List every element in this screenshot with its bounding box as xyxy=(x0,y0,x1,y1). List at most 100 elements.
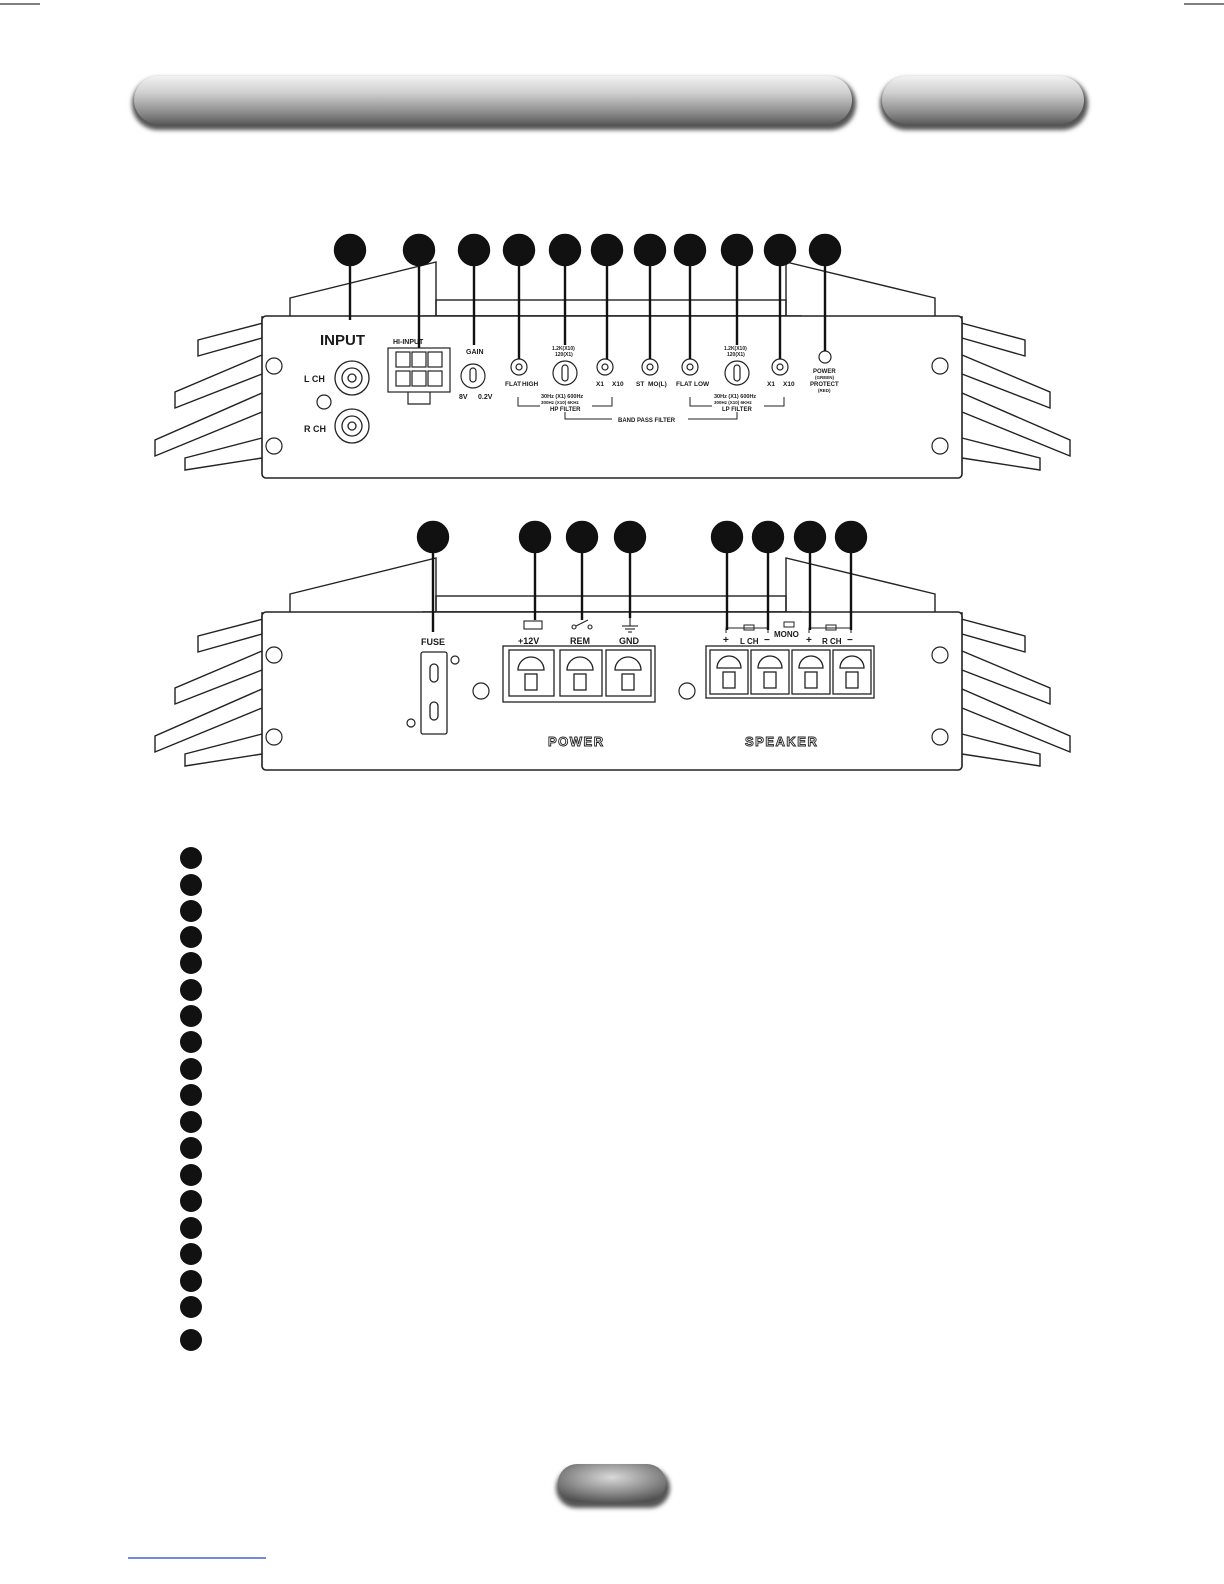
callout-16 xyxy=(710,520,744,554)
callout-18 xyxy=(793,520,827,554)
rem-label: REM xyxy=(570,636,590,646)
callout-6 xyxy=(590,233,624,267)
power-symbols xyxy=(523,618,638,633)
callout-9 xyxy=(720,233,754,267)
r-minus-label: − xyxy=(847,635,853,646)
legend-bullet-18 xyxy=(180,1296,202,1318)
legend-bullet-7 xyxy=(180,1005,202,1027)
header-banner xyxy=(132,76,1088,130)
lp-frequency-knob[interactable] xyxy=(724,360,750,386)
legend-bullet-15 xyxy=(180,1217,202,1239)
legend-bullet-16 xyxy=(180,1243,202,1265)
power-terminal-block[interactable] xyxy=(502,645,656,703)
page-number-badge xyxy=(556,1464,670,1508)
l-ch-label: L CH xyxy=(304,374,325,384)
callout-12 xyxy=(416,520,450,554)
legend-bullets xyxy=(180,847,202,1351)
speaker-l-ch-label: L CH xyxy=(740,637,759,646)
band-pass-bracket xyxy=(517,397,785,420)
x10-label-b: X10 xyxy=(783,381,795,388)
speaker-r-ch-label: R CH xyxy=(822,637,842,646)
legend-bullet-9 xyxy=(180,1058,202,1080)
input-title: INPUT xyxy=(320,332,365,349)
x1-label-a: X1 xyxy=(596,381,604,388)
st-label: ST xyxy=(636,381,644,388)
hp-high-label: HIGH xyxy=(522,381,539,388)
speaker-bracket xyxy=(725,621,852,633)
front-panel-diagram: INPUT L CH R CH HI-INPUT GAIN 8V 0.2V FL… xyxy=(154,233,1071,479)
hp-frequency-knob[interactable] xyxy=(552,360,578,386)
rear-panel-diagram: FUSE +12V REM GND POWER + L CH − MONO + xyxy=(154,520,1071,771)
rca-jack-right[interactable] xyxy=(334,408,370,444)
callout-8 xyxy=(673,233,707,267)
mo-label: MO(L) xyxy=(648,381,667,388)
x10-label-a: X10 xyxy=(612,381,624,388)
lp-knob-top1: 1.2K(X10) xyxy=(724,346,747,352)
callout-19 xyxy=(834,520,868,554)
hp-knob-top1: 1.2K(X10) xyxy=(552,346,575,352)
gain-knob[interactable] xyxy=(460,363,486,389)
callout-13 xyxy=(518,520,552,554)
gain-label: GAIN xyxy=(466,349,484,356)
rear-callouts xyxy=(416,520,868,632)
hp-multiplier-switch[interactable] xyxy=(596,358,614,376)
legend-bullet-10 xyxy=(180,1084,202,1106)
r-ch-label: R CH xyxy=(304,424,326,434)
callout-17 xyxy=(751,520,785,554)
hp-knob-top2: 120(X1) xyxy=(555,352,573,358)
power-led-color: (GREEN) xyxy=(815,375,835,380)
rear-heatsink-left xyxy=(154,557,437,767)
gain-min-label: 8V xyxy=(459,394,468,401)
legend-bullet-19 xyxy=(180,1329,202,1351)
hp-filter-label: HP FILTER xyxy=(550,407,581,413)
hp-flat-label: FLAT xyxy=(505,381,521,388)
l-plus-label: + xyxy=(723,635,729,646)
gain-max-label: 0.2V xyxy=(478,394,493,401)
gnd-label: GND xyxy=(619,636,640,646)
plus12v-label: +12V xyxy=(518,636,539,646)
callout-4 xyxy=(502,233,536,267)
rear-screws xyxy=(265,646,949,746)
protect-led-color: (RED) xyxy=(818,388,831,393)
legend-bullet-13 xyxy=(180,1164,202,1186)
power-led-label: POWER xyxy=(813,369,836,375)
legend-bullet-3 xyxy=(180,900,202,922)
legend-bullet-1 xyxy=(180,847,202,869)
lp-knob-bot2: 300Hz (X10) 6KHz xyxy=(714,400,753,405)
front-screws xyxy=(265,357,949,455)
legend-bullet-14 xyxy=(180,1190,202,1212)
lp-knob-top2: 120(X1) xyxy=(727,352,745,358)
fuse-label: FUSE xyxy=(421,637,445,647)
mono-label: MONO xyxy=(774,630,799,639)
speaker-terminal-block[interactable] xyxy=(705,645,875,699)
callout-10 xyxy=(763,233,797,267)
legend-bullet-11 xyxy=(180,1111,202,1133)
band-pass-label: BAND PASS FILTER xyxy=(618,418,676,424)
rear-panel-body xyxy=(261,611,963,771)
legend-bullet-6 xyxy=(180,979,202,1001)
callout-5 xyxy=(548,233,582,267)
x1-label-b: X1 xyxy=(767,381,775,388)
legend-bullet-4 xyxy=(180,926,202,948)
l-minus-label: − xyxy=(764,635,770,646)
speaker-block-label: SPEAKER xyxy=(745,734,818,749)
callout-3 xyxy=(457,233,491,267)
callout-11 xyxy=(808,233,842,267)
front-callouts xyxy=(333,233,842,359)
rear-heatsink-right xyxy=(785,557,1071,767)
legend-bullet-2 xyxy=(180,874,202,896)
lp-low-label: LOW xyxy=(694,381,710,388)
callout-7 xyxy=(633,233,667,267)
lp-flat-label: FLAT xyxy=(676,381,692,388)
rca-jack-left[interactable] xyxy=(334,360,370,396)
protect-led-label: PROTECT xyxy=(810,382,839,388)
legend-bullet-17 xyxy=(180,1270,202,1292)
callout-14 xyxy=(565,520,599,554)
legend-bullet-8 xyxy=(180,1031,202,1053)
callout-1 xyxy=(333,233,367,267)
fuse-holder[interactable] xyxy=(420,651,448,735)
legend-bullet-12 xyxy=(180,1137,202,1159)
power-block-label: POWER xyxy=(548,734,605,749)
r-plus-label: + xyxy=(806,635,812,646)
legend-bullet-5 xyxy=(180,952,202,974)
